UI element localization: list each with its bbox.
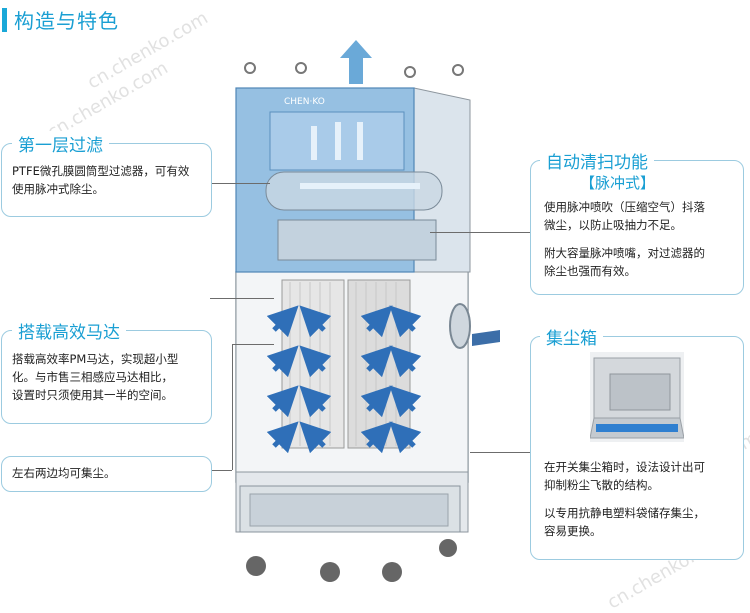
callout-filter-line: PTFE微孔膜圆筒型过滤器，可有效 bbox=[12, 164, 190, 178]
callout-motor bbox=[1, 330, 212, 424]
title-accent-bar bbox=[2, 8, 7, 32]
dust-box-photo bbox=[590, 352, 684, 442]
callout-cleaning-line: 微尘，以防止吸抽力不足。 bbox=[544, 218, 682, 232]
callout-cleaning-line: 使用脉冲喷吹（压缩空气）抖落 bbox=[544, 200, 705, 214]
upper-housing: CHEN·KO bbox=[235, 87, 471, 273]
dust-drawer bbox=[239, 485, 461, 533]
connector-line bbox=[470, 452, 530, 453]
callout-dust-box-line: 容易更换。 bbox=[544, 524, 602, 538]
callout-dust-box-line: 以专用抗静电塑料袋储存集尘， bbox=[544, 506, 705, 520]
airflow-arrow bbox=[300, 122, 420, 189]
callout-filter-line: 使用脉冲式除尘。 bbox=[12, 182, 104, 196]
callout-cleaning bbox=[530, 160, 744, 295]
caster-wheel bbox=[246, 539, 457, 582]
connector-line bbox=[210, 298, 274, 299]
callout-cleaning-line: 除尘也强而有效。 bbox=[544, 264, 636, 278]
callout-cleaning-subtitle: 【脉冲式】 bbox=[580, 174, 656, 192]
connector-line bbox=[430, 232, 530, 233]
callout-motor-line: 化。与市售三相感应马达相比， bbox=[12, 370, 173, 384]
connector-line bbox=[210, 183, 270, 184]
callout-both-sides bbox=[1, 456, 212, 492]
callout-motor-title: 搭载高效马达 bbox=[12, 318, 126, 343]
dust-collector-illustration: CHEN·KO bbox=[235, 40, 500, 582]
connector-line bbox=[232, 344, 274, 345]
page-title: 构造与特色 bbox=[14, 9, 119, 33]
callout-motor-line: 搭载高效率PM马达，实现超小型 bbox=[12, 352, 179, 366]
exhaust-arrow bbox=[340, 40, 372, 84]
callout-motor-line: 设置时只须使用其一半的空间。 bbox=[12, 388, 173, 402]
callout-cleaning-title: 自动清扫功能 bbox=[540, 148, 654, 173]
lifting-eye-bolt bbox=[244, 62, 464, 78]
callout-dust-box-title: 集尘箱 bbox=[540, 324, 603, 349]
callout-cleaning-line: 附大容量脉冲喷嘴，对过滤器的 bbox=[544, 246, 705, 260]
connector-line bbox=[232, 344, 233, 470]
connector-line bbox=[212, 470, 232, 471]
callout-dust-box-line: 抑制粉尘飞散的结构。 bbox=[544, 478, 659, 492]
callout-both-sides-text: 左右两边均可集尘。 bbox=[12, 466, 116, 480]
side-inlet bbox=[449, 303, 500, 349]
callout-filter-title: 第一层过滤 bbox=[12, 131, 109, 156]
brand-logo: CHEN·KO bbox=[284, 97, 325, 107]
callout-dust-box-line: 在开关集尘箱时，设法设计出可 bbox=[544, 460, 705, 474]
dust-flow-arrow bbox=[266, 305, 422, 454]
